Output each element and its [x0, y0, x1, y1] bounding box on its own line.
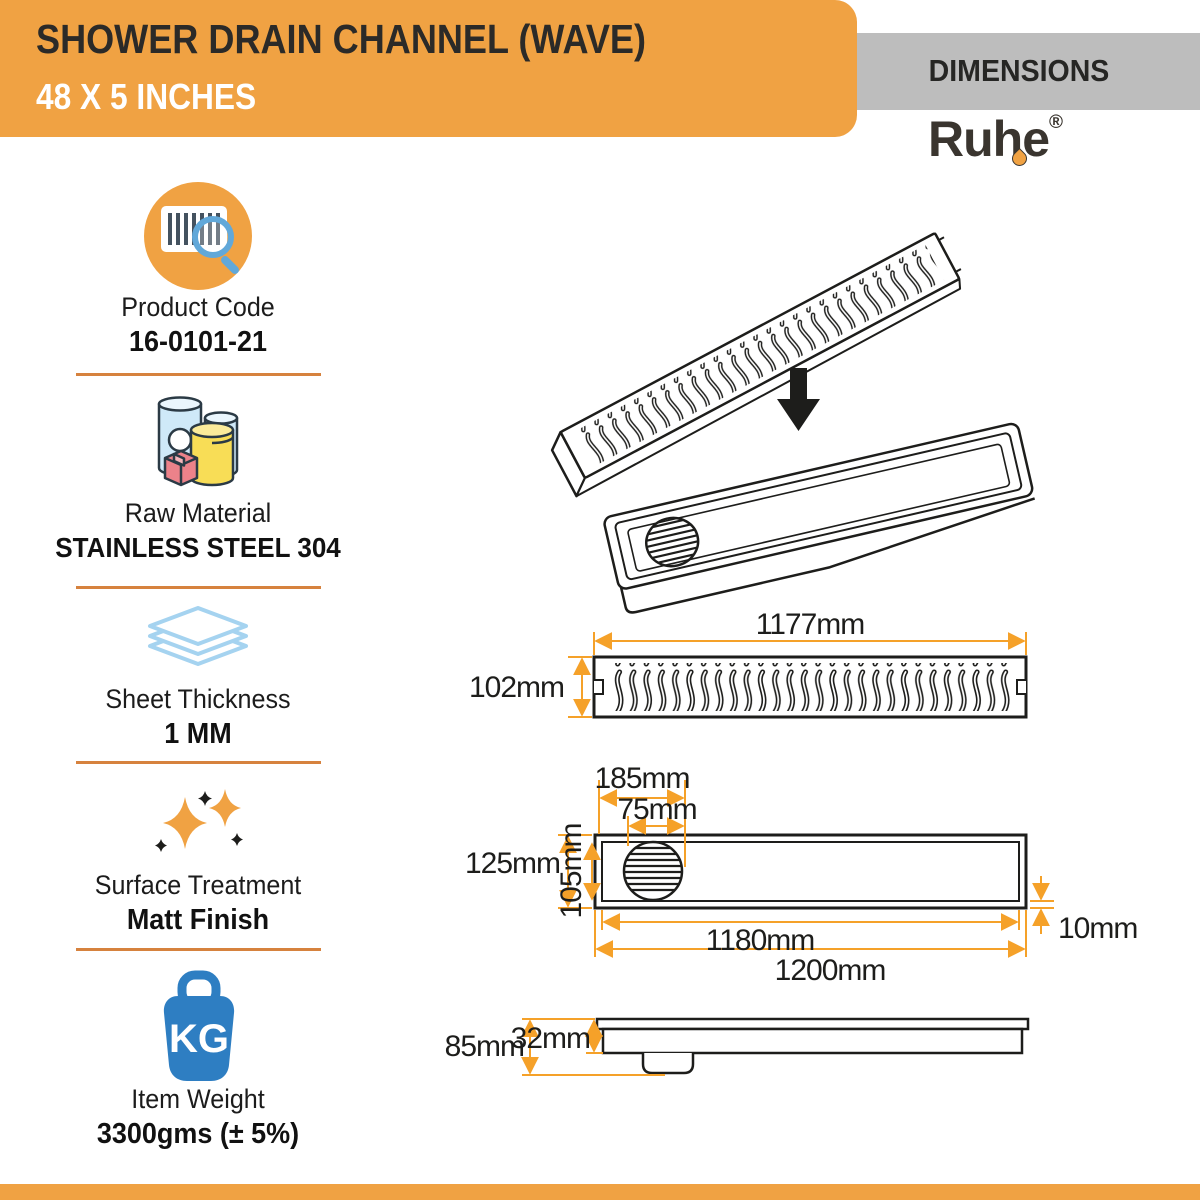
divider — [76, 948, 321, 951]
weight-icon: KG — [163, 970, 235, 1081]
divider — [76, 761, 321, 764]
grate-top-view: 1177mm 102mm — [469, 608, 1028, 719]
dim-outer-width: 125mm — [465, 847, 560, 880]
spec-label-item-weight: Item Weight — [131, 1084, 265, 1114]
page-subtitle: 48 X 5 INCHES — [36, 76, 257, 117]
dim-inner-width: 105mm — [555, 823, 588, 918]
dim-grate-width: 102mm — [469, 671, 564, 704]
spec-label-raw-material: Raw Material — [124, 498, 272, 528]
spec-value-raw-material: STAINLESS STEEL 304 — [55, 532, 341, 563]
grate-3d — [550, 232, 962, 498]
title-banner: SHOWER DRAIN CHANNEL (WAVE) 48 X 5 INCHE… — [0, 0, 857, 137]
kg-badge-text: KG — [169, 1017, 229, 1061]
bottom-accent-bar — [0, 1184, 1200, 1200]
divider — [76, 586, 321, 589]
sheets-icon — [148, 606, 248, 666]
dimension-diagrams: 1177mm 102mm — [445, 232, 1138, 1076]
divider — [76, 373, 321, 376]
dim-inner-length: 1180mm — [706, 924, 815, 957]
sparkles-icon — [155, 789, 243, 852]
dim-grate-length: 1177mm — [756, 608, 865, 641]
dim-drain-diameter: 75mm — [617, 793, 696, 826]
spec-label-product-code: Product Code — [121, 292, 275, 322]
containers-icon — [157, 396, 239, 487]
channel-side-view: 85mm 32mm — [445, 1017, 1030, 1076]
dim-total-height: 85mm — [445, 1030, 524, 1063]
dim-flange-lip: 10mm — [1058, 912, 1137, 945]
registered-mark: ® — [1049, 112, 1063, 133]
brand-name: Ruhe — [928, 111, 1050, 167]
channel-top-view: 185mm 75mm 125mm 105mm 1180mm 1200mm 10m… — [465, 762, 1138, 987]
spec-value-product-code: 16-0101-21 — [129, 326, 267, 358]
dim-body-height: 32mm — [511, 1022, 590, 1055]
outlet-stub — [641, 1053, 695, 1075]
tray-3d — [603, 422, 1036, 614]
spec-value-surface-treatment: Matt Finish — [126, 904, 270, 936]
dimensions-band: DIMENSIONS — [838, 33, 1200, 110]
magnifier-icon — [192, 216, 234, 258]
spec-label-surface-treatment: Surface Treatment — [94, 870, 302, 900]
exploded-view — [550, 232, 1036, 614]
brand-logo: Ruhe® — [928, 110, 1063, 170]
dim-outer-length: 1200mm — [775, 954, 886, 987]
dimensions-label: DIMENSIONS — [928, 53, 1110, 88]
spec-value-sheet-thickness: 1 MM — [164, 718, 232, 750]
barcode-search-icon — [144, 182, 252, 290]
spec-label-sheet-thickness: Sheet Thickness — [105, 684, 291, 714]
assembly-arrow-icon — [777, 368, 820, 431]
page-title: SHOWER DRAIN CHANNEL (WAVE) — [36, 16, 647, 62]
spec-value-item-weight: 3300gms (± 5%) — [96, 1118, 300, 1150]
dim-drain-offset: 185mm — [594, 762, 689, 795]
